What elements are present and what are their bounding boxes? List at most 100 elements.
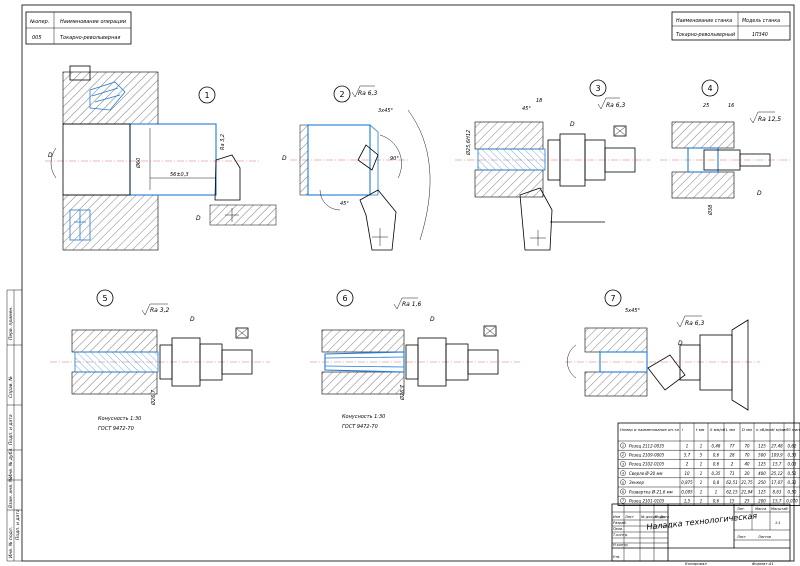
table-row-marker	[620, 497, 626, 504]
svg-text:Наименование операции: Наименование операции	[60, 19, 127, 25]
table-cell: 2	[731, 462, 734, 467]
svg-text:D: D	[757, 190, 762, 197]
table-cell: Резец 2101-0105	[629, 499, 665, 504]
table-cell: 0,8	[713, 480, 720, 485]
svg-text:Н.контр.: Н.контр.	[613, 543, 629, 547]
svg-text:Ra 6,3: Ra 6,3	[606, 102, 625, 109]
drawing-frame	[21, 4, 795, 562]
table-cell: 62,15	[726, 489, 738, 494]
svg-text:D: D	[196, 215, 201, 222]
svg-text:Изм: Изм	[613, 515, 620, 519]
table-cell: 0,6	[713, 462, 720, 467]
table-cell: 0,03	[788, 462, 797, 467]
svg-text:Ra 12,5: Ra 12,5	[758, 116, 781, 123]
table-row-marker	[620, 488, 626, 495]
svg-text:4: 4	[707, 84, 712, 93]
svg-text:56±0,3: 56±0,3	[170, 172, 189, 178]
svg-text:Листов: Листов	[757, 535, 771, 539]
svg-text:Конусность 1:30: Конусность 1:30	[342, 414, 385, 420]
table-cell: 5,7	[684, 453, 691, 458]
svg-text:Ø38: Ø38	[707, 205, 714, 216]
svg-text:D: D	[190, 316, 195, 323]
table-cell: 0,33	[788, 453, 797, 458]
svg-text:D: D	[678, 340, 683, 347]
table-cell: 0,095	[681, 489, 693, 494]
table-cell: 400	[758, 471, 766, 476]
svg-text:1:1: 1:1	[775, 521, 781, 525]
svg-text:Масштаб: Масштаб	[771, 507, 788, 511]
svg-text:1П340: 1П340	[752, 32, 768, 38]
table-row-marker	[620, 461, 626, 467]
table-header-cell: V м/мин	[772, 427, 788, 432]
svg-text:Подп.: Подп.	[655, 515, 666, 519]
svg-text:Пров.: Пров.	[613, 527, 623, 531]
view-2-chamfering: 2 Ra 6,3 3х45° 90° 45° D	[282, 85, 431, 251]
svg-text:1: 1	[204, 91, 209, 100]
table-cell: 0,6	[713, 499, 720, 504]
title-block: Изм Лист № докум. Подп. Дата Разраб. Про…	[611, 503, 791, 566]
table-cell: 28	[729, 453, 735, 458]
svg-text:Модель станка: Модель станка	[742, 18, 780, 24]
table-header-cell: T0 мин	[786, 427, 800, 432]
table-cell: 21,94	[741, 489, 753, 494]
svg-text:Подп. и дата: Подп. и дата	[8, 414, 14, 445]
table-row-marker	[620, 451, 626, 458]
svg-text:6: 6	[342, 294, 347, 303]
svg-text:Ø60: Ø60	[135, 158, 142, 169]
svg-text:Наименование станка: Наименование станка	[676, 18, 732, 24]
svg-text:Ra 3,2: Ra 3,2	[220, 134, 226, 150]
table-cell: 125	[758, 489, 766, 494]
table-cell: 5	[622, 481, 624, 485]
table-cell: 125	[758, 443, 766, 448]
svg-text:Ø25,6Н12: Ø25,6Н12	[465, 130, 472, 156]
machine-header-table: Наименование станка Модель станка Токарн…	[671, 11, 791, 41]
svg-text:16: 16	[728, 103, 734, 109]
svg-text:D: D	[570, 121, 575, 128]
table-header-cell: L мм	[726, 427, 735, 432]
table-header-cell: D мм	[742, 427, 752, 432]
svg-text:Утв.: Утв.	[613, 555, 620, 559]
view-3-boring: 3 Ra 6,3 45° 18 Ø25,6Н12 D	[455, 79, 650, 251]
svg-text:Копировал: Копировал	[685, 561, 707, 566]
table-cell: 0,48	[712, 443, 721, 448]
table-cell: 2	[686, 462, 689, 467]
svg-text:005: 005	[32, 35, 42, 41]
svg-text:45°: 45°	[522, 106, 531, 112]
table-cell: 200	[758, 499, 766, 504]
view-7-chamfering-internal: 7 Ra 6,3 5х45° D	[565, 289, 760, 411]
svg-text:Токарно-револьверный: Токарно-револьверный	[676, 32, 735, 38]
svg-text:D: D	[430, 316, 435, 323]
svg-text:45°: 45°	[340, 201, 349, 207]
table-header-cell: i	[682, 427, 684, 432]
svg-text:ГОСТ 9472-70: ГОСТ 9472-70	[342, 424, 378, 430]
table-cell: 1	[700, 471, 703, 476]
table-row-marker	[620, 470, 626, 476]
svg-text:Лист: Лист	[624, 515, 635, 519]
table-cell: Развертка Ø-21,6 мм	[629, 489, 673, 494]
table-cell: 25,12	[771, 471, 783, 476]
table-cell: 2	[622, 453, 624, 457]
svg-text:Лист: Лист	[736, 535, 747, 539]
view-6-reaming: 6 Ra 1,6 D Ø26,7 Конусность 1:30 ГОСТ 94…	[310, 289, 520, 430]
svg-text:Инв. № дубл.: Инв. № дубл.	[8, 447, 14, 478]
table-cell: 6	[622, 490, 624, 494]
table-cell: 70	[744, 453, 750, 458]
svg-text:Ra 1,6: Ra 1,6	[402, 301, 421, 308]
table-cell: 1	[700, 443, 703, 448]
svg-text:Подп. и дата: Подп. и дата	[15, 509, 21, 540]
svg-text:№ докум.: № докум.	[640, 515, 658, 519]
svg-text:3: 3	[595, 84, 600, 93]
svg-text:Т.контр.: Т.контр.	[613, 533, 628, 537]
table-cell: Резец 2109-0005	[629, 453, 665, 458]
svg-text:3х45°: 3х45°	[378, 108, 394, 114]
table-cell: Резец 2102-0105	[629, 462, 665, 467]
svg-text:Взам. инв. №: Взам. инв. №	[8, 477, 14, 508]
table-cell: 20	[744, 471, 750, 476]
svg-text:90°: 90°	[390, 156, 399, 162]
svg-text:Масса: Масса	[755, 507, 766, 511]
table-cell: 15,7	[773, 462, 782, 467]
table-cell: 1	[700, 480, 703, 485]
table-row-marker	[620, 479, 626, 486]
table-cell: 17,07	[771, 480, 783, 485]
